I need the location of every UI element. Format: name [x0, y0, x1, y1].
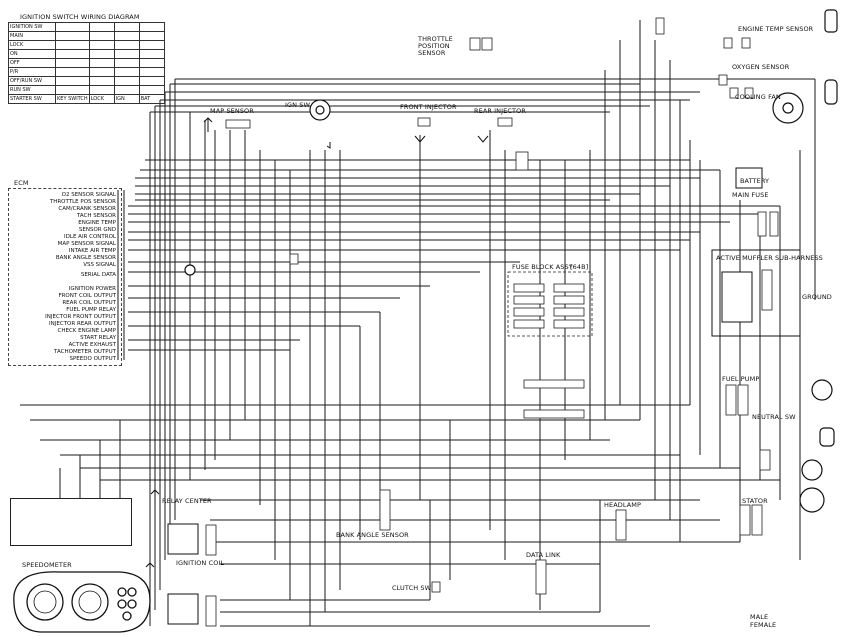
ignition-switch-table: IGNITION SW MAIN LOCK ON OFF P/R OFF/RUN… [8, 22, 165, 104]
fuse-block-id: [64B] [570, 263, 589, 271]
active-muffler-label: ACTIVE MUFFLER SUB-HARNESS [716, 254, 823, 262]
speedometer-label: SPEEDOMETER [22, 561, 72, 569]
ecm-pin-7: MAP SENSOR SIGNAL [57, 241, 116, 247]
ecm-pin-9: BANK ANGLE SENSOR [55, 255, 116, 261]
ground-label: GROUND [802, 293, 832, 301]
map-sensor-label: MAP SENSOR [210, 107, 254, 115]
switch-row-6: OFF/RUN SW [8, 76, 56, 86]
ecm-pin-1: THROTTLE POS SENSOR [49, 199, 116, 205]
clutch-sw-label: CLUTCH SW [392, 584, 432, 592]
engine-temp-label: ENGINE TEMP SENSOR [738, 25, 814, 33]
switch-row-0: IGNITION SW [8, 22, 56, 32]
switch-footer-0: KEY SWITCH [55, 94, 90, 104]
switch-row-1: MAIN [8, 31, 56, 41]
fuse-block-label: FUSE BLOCK ASSY [512, 263, 573, 271]
switch-table-title: IGNITION SWITCH WIRING DIAGRAM [20, 13, 140, 21]
ecm-pin-14: REAR COIL OUTPUT [62, 300, 116, 306]
ecm-pin-21: TACHOMETER OUTPUT [54, 349, 116, 355]
ecm-pin-17: INJECTOR REAR OUTPUT [49, 321, 116, 327]
fuel-pump-label: FUEL PUMP [722, 375, 760, 383]
ecm-pin-16: INJECTOR FRONT OUTPUT [45, 314, 116, 320]
neutral-sw-label: NEUTRAL SW [752, 413, 796, 421]
ecm-pin-6: IDLE AIR CONTROL [64, 234, 116, 240]
rear-injector-label: REAR INJECTOR [474, 107, 526, 115]
stator-label: STATOR [742, 497, 768, 505]
headlamp-label: HEADLAMP [604, 501, 641, 509]
o2-sensor-label: OXYGEN SENSOR [732, 63, 790, 71]
switch-row-3: ON [8, 49, 56, 59]
ecm-pin-3: TACH SENSOR [76, 213, 116, 219]
ecm-pin-13: FRONT COIL OUTPUT [58, 293, 116, 299]
switch-footer-3: BAT [138, 94, 165, 104]
ecm-pin-2: CAM/CRANK SENSOR [58, 206, 116, 212]
legend-male: MALE [750, 613, 769, 621]
ecm-label: ECM [14, 179, 29, 187]
ecm-pin-0: O2 SENSOR SIGNAL [61, 192, 116, 198]
ecm-pin-5: SENSOR GND [78, 227, 116, 233]
switch-footer-1: LOCK [88, 94, 115, 104]
ecm-connector [8, 188, 122, 366]
ecm-pin-11: SERIAL DATA [80, 272, 116, 278]
ecm-pin-8: INTAKE AIR TEMP [68, 248, 116, 254]
ecm-pin-4: ENGINE TEMP [78, 220, 116, 226]
instrument-connector [10, 498, 132, 546]
ecm-pin-15: FUEL PUMP RELAY [66, 307, 116, 313]
relay-center-label: RELAY CENTER [162, 497, 212, 505]
ecm-pin-19: START RELAY [80, 335, 116, 341]
cooling-fan-label: COOLING FAN [735, 93, 781, 101]
legend-female: FEMALE [750, 621, 777, 629]
ecm-pin-18: CHECK ENGINE LAMP [57, 328, 116, 334]
main-fuse-label: MAIN FUSE [732, 191, 769, 199]
tps-label: THROTTLE POSITION SENSOR [418, 35, 453, 57]
ign-sw-label: IGN SW [285, 101, 311, 109]
ecm-pin-10: VSS SIGNAL [83, 262, 116, 268]
ecm-pin-22: SPEEDO OUTPUT [69, 356, 117, 362]
switch-row-4: OFF [8, 58, 56, 68]
switch-row-5: P/R [8, 67, 56, 77]
ecm-pin-12: IGNITION POWER [68, 286, 116, 292]
ecm-pin-20: ACTIVE EXHAUST [68, 342, 117, 348]
switch-row-2: LOCK [8, 40, 56, 50]
switch-footer-2: IGN [113, 94, 140, 104]
battery-label: BATTERY [740, 177, 770, 185]
bank-angle-label: BANK ANGLE SENSOR [336, 531, 409, 539]
ignition-coil-label: IGNITION COIL [176, 559, 225, 567]
switch-row-8: STARTER SW [8, 94, 56, 104]
front-injector-label: FRONT INJECTOR [400, 103, 457, 111]
data-link-label: DATA LINK [526, 551, 561, 559]
switch-row-7: RUN SW [8, 85, 56, 95]
